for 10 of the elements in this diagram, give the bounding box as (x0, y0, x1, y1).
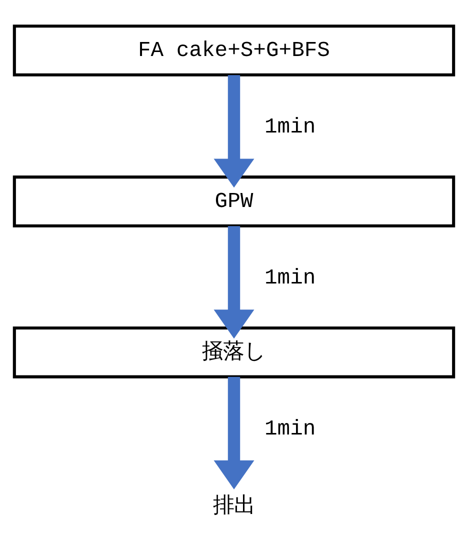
arrow (214, 226, 254, 339)
node-text: 排出 (213, 495, 255, 520)
edge-label: 1min (264, 417, 316, 442)
node-box: FA cake+S+G+BFS (12, 24, 456, 76)
arrow (214, 75, 254, 188)
node-box: 掻落し (12, 326, 456, 378)
edge-label: 1min (264, 115, 316, 140)
arrow (214, 376, 254, 490)
node-box: GPW (12, 176, 456, 228)
edge-label: 1min (264, 266, 316, 290)
